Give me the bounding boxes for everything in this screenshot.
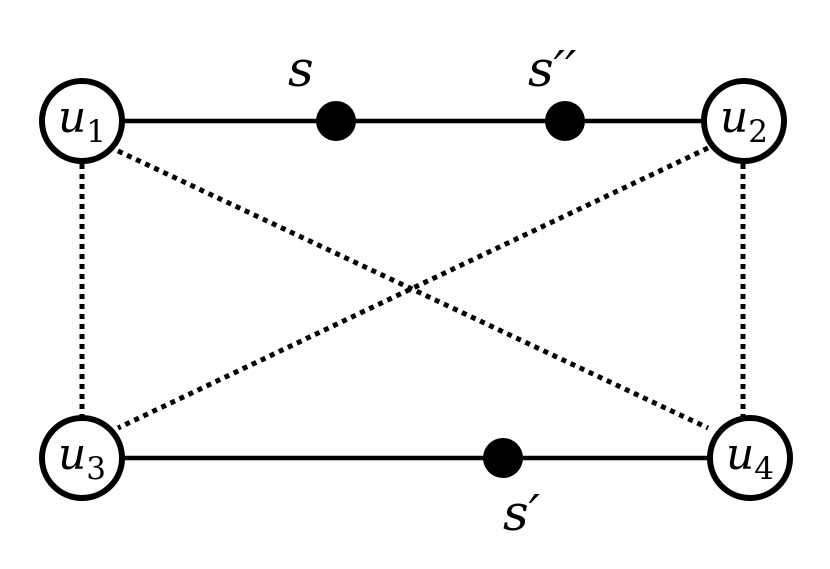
vertex-u1: u1 bbox=[39, 78, 125, 164]
svg-text:u4: u4 bbox=[726, 429, 774, 487]
label-s-prime: s′ bbox=[503, 484, 541, 542]
svg-text:u3: u3 bbox=[58, 429, 106, 487]
edge-u1-u4 bbox=[116, 148, 710, 431]
label-s: s bbox=[288, 40, 314, 98]
svg-text:u2: u2 bbox=[720, 92, 768, 150]
vertex-u3: u3 bbox=[39, 415, 125, 501]
point-s-double-prime bbox=[545, 101, 585, 141]
label-s-double-prime: s′′ bbox=[528, 40, 577, 98]
svg-text:u1: u1 bbox=[58, 92, 106, 150]
point-s bbox=[316, 101, 356, 141]
vertex-u4: u4 bbox=[707, 415, 793, 501]
vertex-u2: u2 bbox=[701, 78, 787, 164]
point-s-prime bbox=[483, 438, 523, 478]
edge-u2-u3 bbox=[116, 145, 710, 431]
